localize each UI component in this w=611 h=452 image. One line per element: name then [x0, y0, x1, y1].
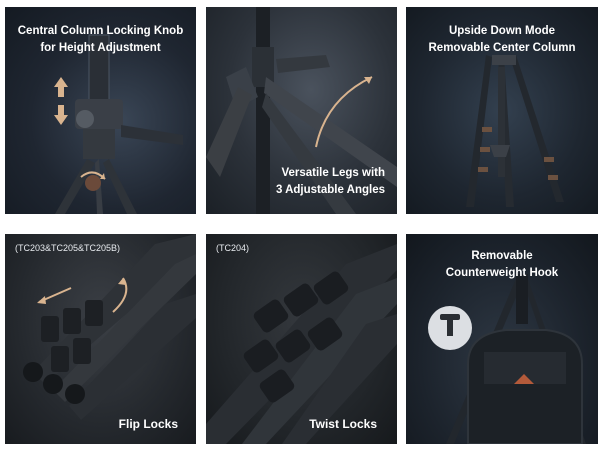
caption-line: Removable [471, 250, 533, 262]
panel-counterweight-hook: Removable Counterweight Hook [406, 234, 598, 444]
caption-counterweight-hook: Removable Counterweight Hook [406, 248, 598, 282]
caption-upside-down: Upside Down Mode Removable Center Column [406, 23, 598, 57]
panel-central-column: Central Column Locking Knob for Height A… [5, 7, 196, 214]
up-down-arrow-icon [54, 77, 68, 125]
caption-central-column: Central Column Locking Knob for Height A… [5, 23, 196, 57]
move-arrow-icon [37, 287, 72, 304]
curved-arrow-icon [315, 76, 373, 148]
inverted-tripod-illustration [466, 55, 564, 207]
backpack-hook-illustration [446, 274, 586, 444]
flip-lock-legs-illustration [23, 234, 196, 420]
hook-icon [428, 306, 472, 350]
caption-line: Counterweight Hook [445, 267, 559, 279]
caption-line: Central Column Locking Knob [17, 25, 184, 37]
caption-line: Removable Center Column [428, 42, 576, 54]
panel-flip-locks: (TC203&TC205&TC205B) Flip Locks [5, 234, 196, 444]
caption-twist-locks: Twist Locks [309, 417, 377, 431]
caption-line: for Height Adjustment [40, 42, 161, 54]
twist-lock-legs-illustration [206, 244, 397, 444]
curved-arrow-icon [80, 171, 106, 180]
model-label: (TC204) [216, 243, 250, 253]
model-label: (TC203&TC205&TC205B) [15, 243, 121, 253]
caption-versatile-legs: Versatile Legs with 3 Adjustable Angles [276, 165, 385, 199]
caption-flip-locks: Flip Locks [118, 417, 178, 431]
caption-line: 3 Adjustable Angles [275, 184, 385, 196]
caption-line: Versatile Legs with [281, 167, 385, 179]
caption-line: Upside Down Mode [448, 25, 556, 37]
panel-twist-locks: (TC204) Twist Locks [206, 234, 397, 444]
panel-versatile-legs: Versatile Legs with 3 Adjustable Angles [206, 7, 397, 214]
tripod-legs-illustration [206, 7, 397, 214]
panel-upside-down: Upside Down Mode Removable Center Column [406, 7, 598, 214]
curved-arrow-icon [112, 277, 128, 313]
